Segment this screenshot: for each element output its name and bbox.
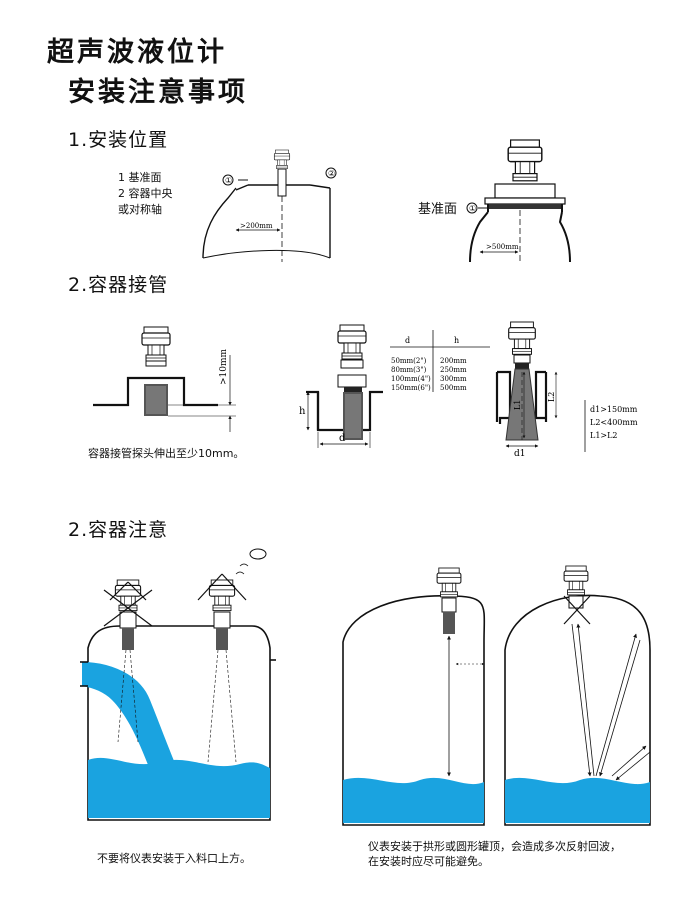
- legend-reference-plane: 1 基准面: [118, 171, 162, 184]
- condition-d1: d1>150mm: [590, 405, 638, 414]
- install-diagram-left: >200mm ① ②: [202, 149, 337, 262]
- tank-inlet-diagram: [80, 548, 276, 821]
- distance-label-left: >200mm: [240, 222, 273, 230]
- condition-L1-L2: L1>L2: [590, 431, 618, 440]
- distance-label-right: >500mm: [486, 243, 519, 251]
- caption-dome-warning-2: 在安装时应尽可能避免。: [368, 855, 489, 868]
- nozzle-note: 容器接管探头伸出至少10mm。: [88, 447, 245, 460]
- extension-label: >10mm: [219, 348, 229, 385]
- section-heading-tank-notes: 2.容器注意: [68, 519, 169, 541]
- legend-tank-center: 2 容器中央: [118, 187, 173, 200]
- condition-L2: L2<400mm: [590, 418, 638, 427]
- dome-tank-diagram-b: [504, 565, 651, 826]
- caption-dome-warning-1: 仪表安装于拱形或圆形罐顶，会造成多次反射回波，: [368, 840, 621, 853]
- marker-1-icon: ①: [225, 176, 232, 185]
- table-header-d: d: [405, 336, 410, 345]
- reference-plane-label: 基准面: [418, 202, 458, 217]
- legend-symmetry-axis: 或对称轴: [118, 203, 162, 216]
- page-title: 超声波液位计: [47, 37, 227, 68]
- table-cell: 150mm(6"): [391, 384, 431, 392]
- page-subtitle: 安装注意事项: [68, 77, 248, 108]
- table-cell: 250mm: [440, 366, 467, 374]
- caption-inlet-warning: 不要将仪表安装于入料口上方。: [97, 852, 251, 865]
- d-label: d: [339, 433, 346, 444]
- dome-tank-diagram-a: [342, 567, 486, 826]
- section-heading-install-position: 1.安装位置: [68, 129, 169, 151]
- nozzle-diagram-b: h d: [299, 324, 383, 448]
- table-cell: 80mm(3"): [391, 366, 427, 374]
- table-cell: 100mm(4"): [391, 375, 431, 383]
- d1-label: d1: [514, 449, 526, 459]
- table-cell: 50mm(2"): [391, 357, 427, 365]
- marker-1-right-icon: ①: [469, 204, 476, 213]
- table-header-h: h: [454, 336, 459, 345]
- install-diagram-right: >500mm ①: [466, 139, 571, 263]
- h-label: h: [299, 406, 306, 417]
- table-cell: 300mm: [440, 375, 467, 383]
- L2-label: L2: [547, 392, 556, 402]
- nozzle-diagram-a: >10mm: [93, 326, 236, 432]
- table-cell: 200mm: [440, 357, 467, 365]
- L1-label: L1: [513, 400, 522, 410]
- section-heading-nozzle: 2.容器接管: [68, 274, 169, 296]
- nozzle-size-table: d h 50mm(2") 200mm 80mm(3") 250mm 100mm(…: [390, 330, 490, 392]
- table-cell: 500mm: [440, 384, 467, 392]
- marker-2-icon: ②: [328, 169, 335, 178]
- nozzle-diagram-c: L1 L2 d1 d1>150mm L2<400mm L1>L2: [495, 321, 638, 459]
